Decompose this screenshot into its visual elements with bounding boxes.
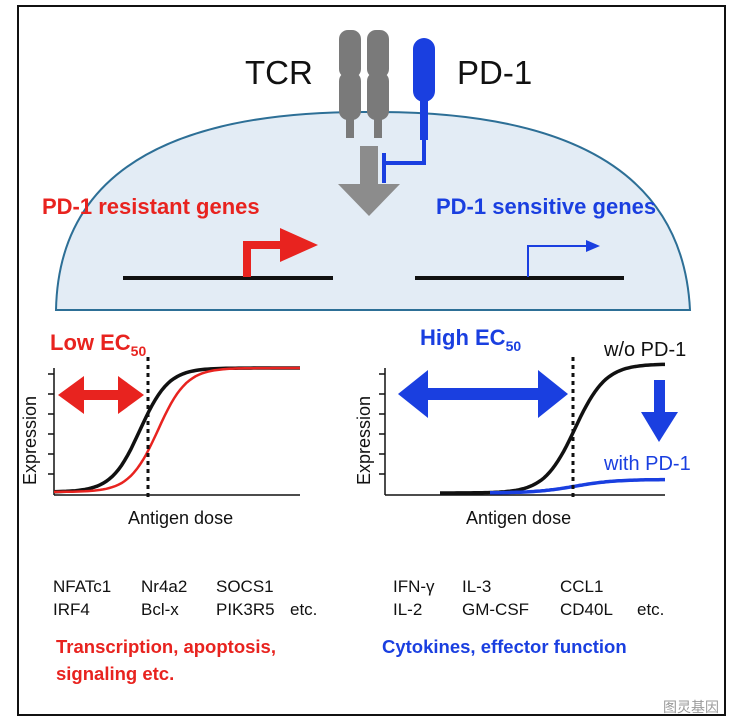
gene-item: PIK3R5 <box>216 600 275 619</box>
with-pd1-label: with PD-1 <box>603 453 691 475</box>
left-x-label: Antigen dose <box>128 508 233 528</box>
without-pd1-label: w/o PD-1 <box>603 339 686 361</box>
left-ec50-label: Low EC50 <box>50 330 146 359</box>
gene-item: IFN-γ <box>393 577 435 596</box>
right-ec50-range-arrow <box>398 370 568 418</box>
tcr-receptor-icon <box>339 30 389 138</box>
watermark: 图灵基因 <box>663 699 719 715</box>
gene-item: CCL1 <box>560 577 603 596</box>
gene-item: IRF4 <box>53 600 90 619</box>
weak-promoter-arrow <box>527 240 600 277</box>
suppression-arrow <box>641 380 678 442</box>
gene-item: Bcl-x <box>141 600 179 619</box>
right-x-label: Antigen dose <box>466 508 571 528</box>
tcr-label: TCR <box>245 54 313 91</box>
right-chart: High EC50 Expression Antigen dose w/o PD… <box>354 325 691 528</box>
gene-item: NFATc1 <box>53 577 111 596</box>
gene-item: IL-2 <box>393 600 422 619</box>
pd1-label: PD-1 <box>457 54 532 91</box>
right-ec50-label: High EC50 <box>420 325 521 354</box>
gene-item: SOCS1 <box>216 577 274 596</box>
right-blue-curve <box>490 477 665 495</box>
tcr-signal-arrow <box>338 146 400 216</box>
right-footer: Cytokines, effector function <box>382 636 627 657</box>
figure-border <box>17 5 726 716</box>
right-black-curve <box>440 362 665 495</box>
pd1-inhibition-icon <box>382 138 426 183</box>
left-y-label: Expression <box>20 396 40 485</box>
left-y-ticks <box>48 373 54 475</box>
gene-item: CD40L <box>560 600 613 619</box>
gene-item: Nr4a2 <box>141 577 187 596</box>
left-chart: Low EC50 Expression Antigen dose <box>20 330 300 528</box>
left-gene-list: NFATc1 Nr4a2 SOCS1 IRF4 Bcl-x PIK3R5 etc… <box>53 577 317 619</box>
right-y-ticks <box>379 373 385 475</box>
left-footer-line1: Transcription, apoptosis, <box>56 636 276 657</box>
resistant-genes-title: PD-1 resistant genes <box>42 194 260 219</box>
gene-item: IL-3 <box>462 577 491 596</box>
gene-item: etc. <box>290 600 317 619</box>
pd1-receptor-icon <box>413 38 435 140</box>
strong-promoter-arrow <box>243 228 318 277</box>
gene-item: etc. <box>637 600 664 619</box>
left-red-curve <box>54 366 300 494</box>
left-footer-line2: signaling etc. <box>56 663 174 684</box>
right-y-label: Expression <box>354 396 374 485</box>
sensitive-genes-title: PD-1 sensitive genes <box>436 194 656 219</box>
left-black-curve <box>53 366 300 494</box>
right-gene-list: IFN-γ IL-3 CCL1 IL-2 GM-CSF CD40L etc. <box>393 577 664 619</box>
left-ec50-range-arrow <box>58 376 144 414</box>
gene-item: GM-CSF <box>462 600 529 619</box>
